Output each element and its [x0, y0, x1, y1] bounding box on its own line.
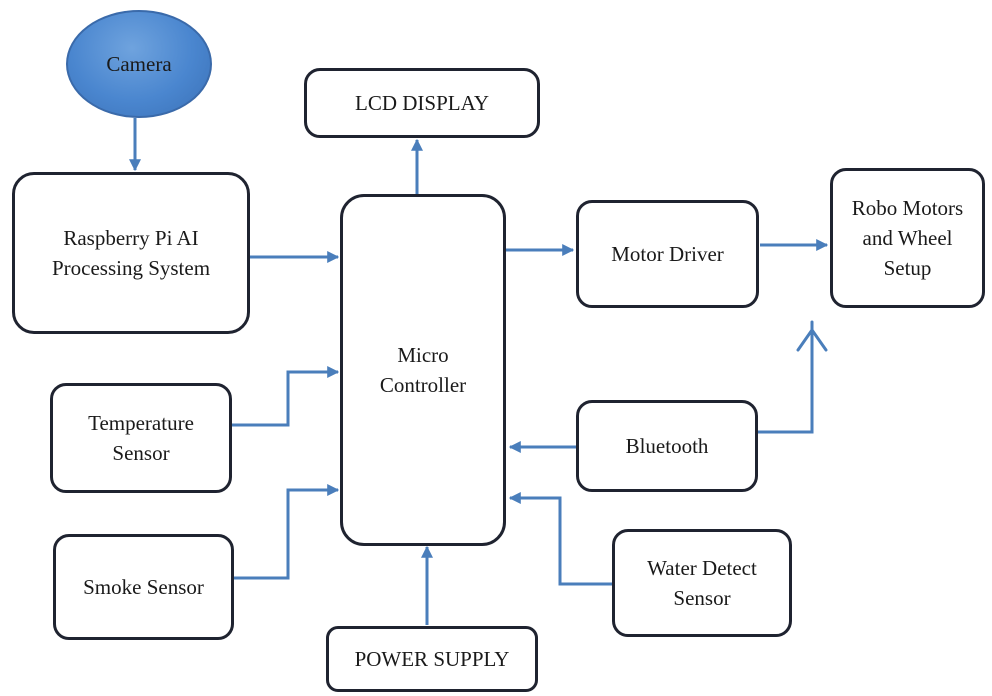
bluetooth-label: Bluetooth: [625, 434, 709, 458]
robo-motors-block: Robo Motors and Wheel Setup: [830, 168, 985, 308]
arrow-water-detect-to-controller: [508, 492, 612, 586]
power-supply-label: POWER SUPPLY: [354, 647, 510, 671]
arrow-temperature-to-controller: [232, 366, 340, 427]
lcd-display-label: LCD DISPLAY: [355, 91, 489, 115]
motor-driver-block: Motor Driver: [576, 200, 759, 308]
micro-controller-label: Micro Controller: [379, 343, 467, 397]
motor-driver-label: Motor Driver: [611, 242, 724, 266]
raspberry-pi-label: Raspberry Pi AI Processing System: [51, 226, 211, 280]
bluetooth-antenna-icon: [796, 320, 828, 352]
arrow-smoke-to-controller: [234, 484, 340, 580]
smoke-sensor-label: Smoke Sensor: [83, 575, 204, 599]
water-detect-sensor-label: Water Detect Sensor: [647, 556, 757, 610]
temperature-sensor-block: Temperature Sensor: [50, 383, 232, 493]
bluetooth-block: Bluetooth: [576, 400, 758, 492]
micro-controller-block: Micro Controller: [340, 194, 506, 546]
bluetooth-antenna-wire: [758, 330, 814, 434]
smoke-sensor-block: Smoke Sensor: [53, 534, 234, 640]
raspberry-pi-block: Raspberry Pi AI Processing System: [12, 172, 250, 334]
power-supply-block: POWER SUPPLY: [326, 626, 538, 692]
camera-node: Camera: [66, 10, 212, 118]
water-detect-sensor-block: Water Detect Sensor: [612, 529, 792, 637]
robo-motors-label: Robo Motors and Wheel Setup: [851, 196, 964, 280]
lcd-display-block: LCD DISPLAY: [304, 68, 540, 138]
temperature-sensor-label: Temperature Sensor: [88, 411, 194, 465]
camera-label: Camera: [106, 51, 172, 76]
